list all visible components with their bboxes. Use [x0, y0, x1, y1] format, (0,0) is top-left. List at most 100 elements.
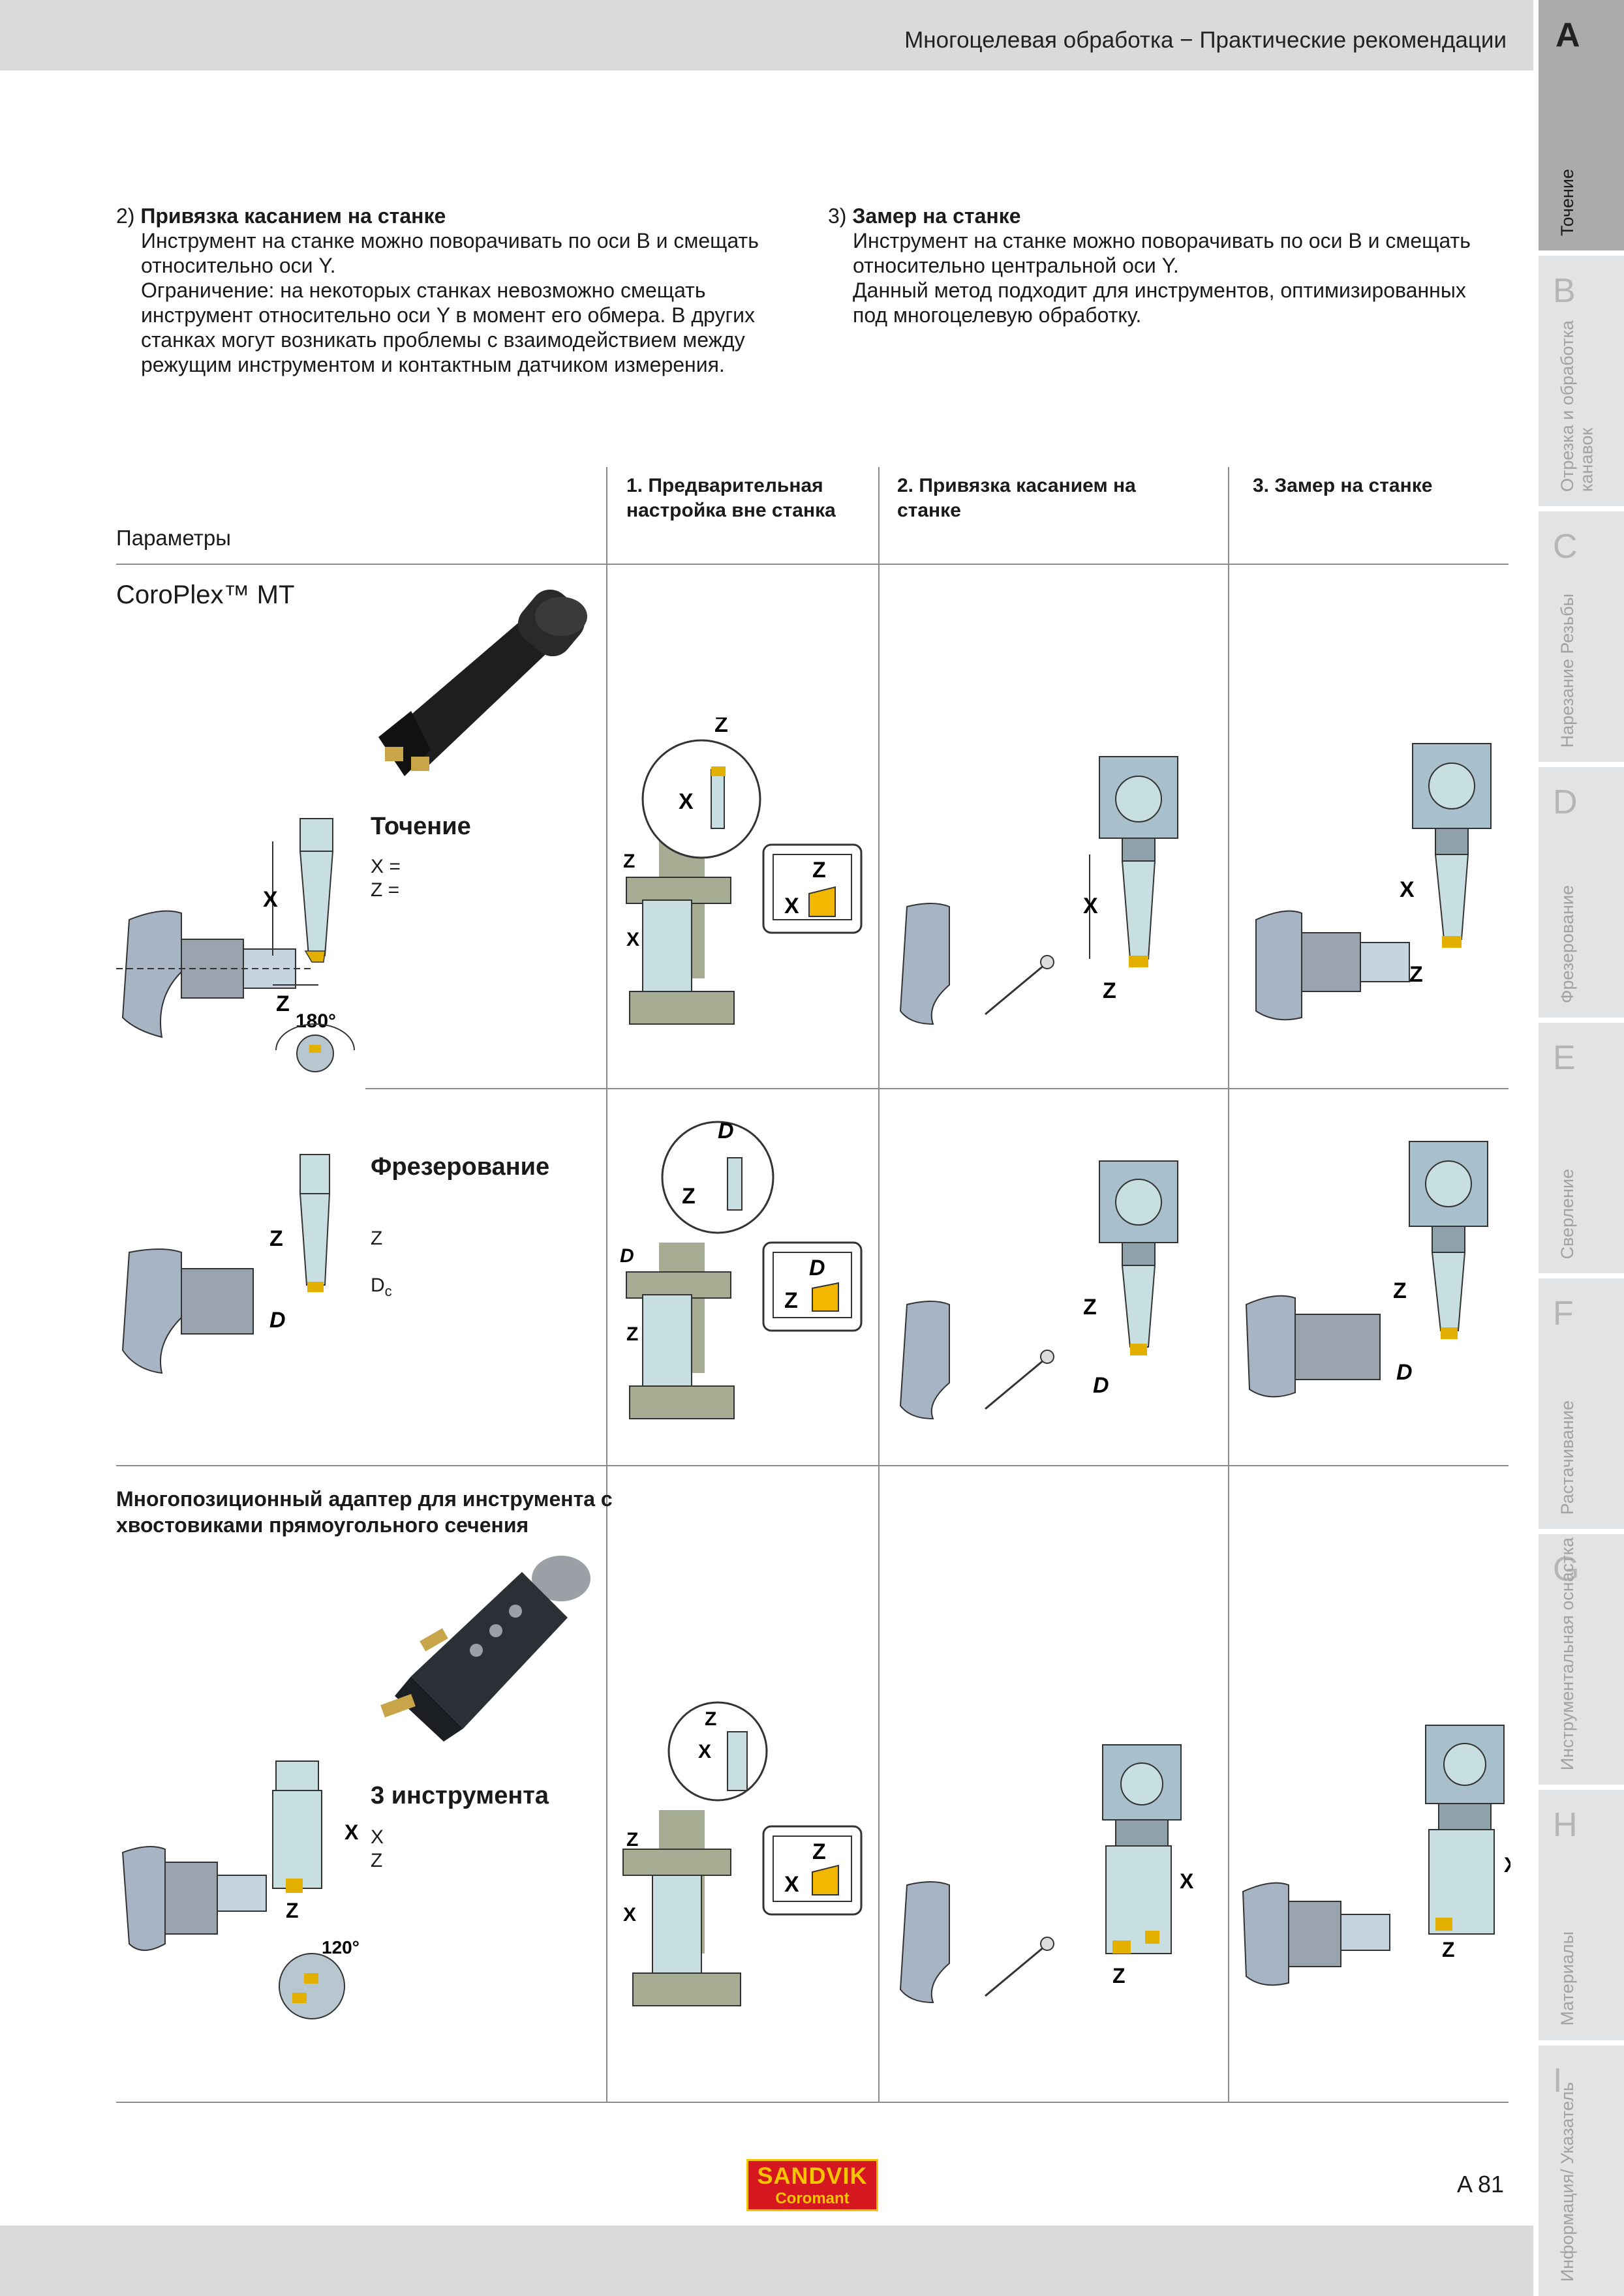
tab-a-turning[interactable]: A Точение [1539, 0, 1624, 250]
preset-3-tools-diagram: Z X Z X Z X [613, 1693, 874, 2012]
dim-x-label: X [679, 789, 694, 814]
tab-label: Информация/ Указатель [1557, 2081, 1577, 2282]
tab-letter: A [1555, 16, 1580, 54]
dim-z-label: Z [276, 991, 290, 1016]
tab-letter: G [1553, 1550, 1580, 1588]
dim-x-label: X [698, 1741, 711, 1762]
table-divider [116, 2102, 1509, 2103]
touch-off-turning-diagram: X Z [887, 750, 1220, 1031]
table-divider [116, 1465, 1509, 1466]
turning-params-diagram: X Z 180° [116, 802, 364, 1089]
dim-z-label: Z [812, 858, 826, 883]
tab-g-tool-holding[interactable]: G Инструментальная оснастка [1539, 1534, 1624, 1785]
logo-text-coromant: Coromant [775, 2190, 850, 2207]
logo-text-sandvik: SANDVIK [757, 2162, 868, 2189]
dim-z-label: Z [705, 1708, 716, 1730]
dim-z-label: Z [626, 1829, 638, 1850]
touch-off-3-tools-diagram: X Z [887, 1742, 1220, 2016]
dim-z-label: Z [1103, 978, 1116, 1003]
tab-letter: E [1553, 1039, 1576, 1077]
column-divider [1228, 467, 1229, 2103]
dim-x-label: X [623, 1904, 636, 1926]
dim-z-label: Z [1393, 1278, 1407, 1303]
tab-letter: B [1553, 272, 1576, 310]
tab-letter: C [1553, 528, 1578, 566]
section-heading: Привязка касанием на станке [140, 204, 446, 228]
sandvik-coromant-logo: SANDVIK Coromant [746, 2159, 878, 2211]
row-subtitle-turning: Точение [371, 813, 471, 840]
preset-turning-diagram: Z X Z X Z X [613, 718, 874, 1031]
dim-x-label: X [784, 894, 799, 918]
tab-i-info-index[interactable]: I Информация/ Указатель [1539, 2046, 1624, 2296]
footer-bar [0, 2226, 1533, 2296]
in-machine-milling-diagram: Z D [1236, 1138, 1510, 1412]
section-body: Инструмент на станке можно поворачивать … [141, 229, 759, 376]
row-subtitle-milling: Фрезерование [371, 1153, 550, 1181]
angle-120-label: 120° [322, 1937, 360, 1957]
dim-dc-label: D [1396, 1360, 1413, 1385]
dim-z-label: Z [269, 1226, 283, 1251]
tab-c-threading[interactable]: C Нарезание Резьбы [1539, 511, 1624, 762]
tab-label: Фрезерование [1557, 884, 1577, 1003]
tab-label: Сверление [1557, 1168, 1577, 1259]
column-header-in-machine: 3. Замер на станке [1253, 475, 1433, 496]
dim-dc-label: D [269, 1308, 286, 1333]
row-subtitle-3-tools: 3 инструмента [371, 1782, 549, 1809]
tab-e-drilling[interactable]: E Сверление [1539, 1023, 1624, 1273]
tab-d-milling[interactable]: D Фрезерование [1539, 767, 1624, 1018]
tab-b-parting[interactable]: B Отрезка и обработка канавок [1539, 256, 1624, 506]
column-header-touch-off: 2. Привязка касанием на станке [897, 475, 1136, 521]
row-params-milling: Z Dc [371, 1203, 392, 1327]
params-label: Параметры [116, 526, 231, 550]
tab-label: Отрезка и обработка канавок [1557, 320, 1597, 492]
row-title-coroplex: CoroPlex™ MT [116, 581, 295, 609]
tab-letter: D [1553, 783, 1578, 821]
dim-z-label: Z [812, 1839, 826, 1864]
tab-f-boring[interactable]: F Растачивание [1539, 1278, 1624, 1529]
dim-z-label: Z [623, 851, 635, 872]
coroplex-mt-tool-image [359, 581, 600, 789]
row-params-turning: X = Z = [371, 856, 401, 901]
dim-dc-label: D [809, 1256, 825, 1280]
tab-label: Растачивание [1557, 1400, 1577, 1515]
tab-label: Нарезание Резьбы [1557, 593, 1577, 748]
in-machine-3-tools-diagram: X Z [1236, 1722, 1510, 2009]
dim-x-label: X [1083, 894, 1098, 918]
column-header-preset: 1. Предварительная настройка вне станка [626, 475, 836, 521]
dim-z-label: Z [1083, 1295, 1097, 1320]
dim-x-label: X [345, 1820, 359, 1844]
dim-z-label: Z [1112, 1964, 1126, 1987]
in-machine-turning-diagram: X Z [1236, 737, 1510, 1037]
dim-z-label: Z [682, 1184, 696, 1209]
tab-letter: H [1553, 1806, 1578, 1844]
dim-z-label: Z [784, 1288, 798, 1313]
dim-z-label: Z [1442, 1938, 1455, 1961]
dim-z-label: Z [714, 718, 728, 737]
tab-h-materials[interactable]: H Материалы [1539, 1790, 1624, 2040]
dim-x-label: X [1504, 1853, 1510, 1877]
dim-z-label: Z [626, 1323, 638, 1345]
page-number: A 81 [1457, 2171, 1505, 2198]
column-divider [606, 467, 607, 2103]
section-heading: Замер на станке [852, 204, 1021, 228]
table-divider [365, 1088, 1509, 1089]
milling-params-diagram: Z D [116, 1148, 364, 1376]
dim-x-label: X [263, 887, 278, 912]
page-title: Многоцелевая обработка − Практические ре… [904, 27, 1507, 53]
tab-label: Инструментальная оснастка [1557, 1537, 1577, 1770]
tab-label: Материалы [1557, 1931, 1577, 2026]
angle-180-label: 180° [296, 1010, 336, 1032]
dim-dc-label: D [1093, 1373, 1109, 1398]
heading-number: 3) [828, 204, 847, 228]
intro-right: 3) Замер на станке Инструмент на станке … [828, 204, 1513, 327]
dim-x-label: X [784, 1872, 799, 1897]
param-dc: Dc [371, 1275, 392, 1299]
header-bar [0, 0, 1533, 70]
row-params-3-tools: X Z [371, 1826, 384, 1871]
multi-adapter-tool-image [372, 1546, 600, 1748]
dim-x-label: X [1180, 1869, 1194, 1893]
3-tools-params-diagram: Z X 120° [116, 1755, 364, 2029]
dim-x-label: X [626, 929, 639, 950]
section-body: Инструмент на станке можно поворачивать … [853, 229, 1471, 327]
column-divider [878, 467, 880, 2103]
